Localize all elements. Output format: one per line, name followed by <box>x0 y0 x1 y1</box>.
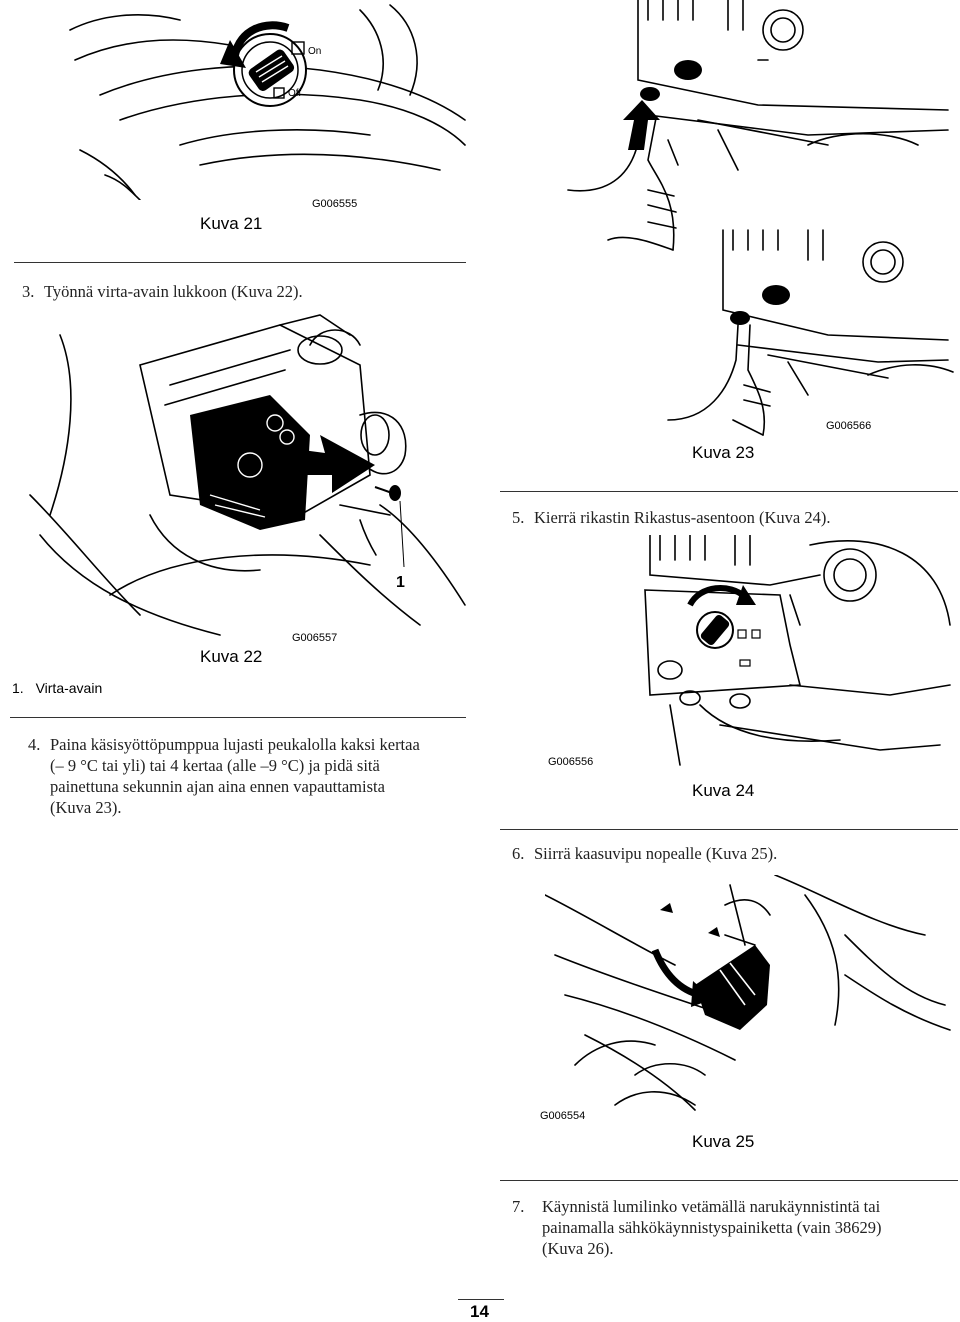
step-4-line-3: painettuna sekunnin ajan aina ennen vapa… <box>50 777 385 796</box>
step-7-line-2: painamalla sähkökäynnistyspainiketta (va… <box>542 1218 882 1237</box>
step-4-line-2: (– 9 °C tai yli) tai 4 kertaa (alle –9 °… <box>50 756 380 775</box>
figure-21-code: G006555 <box>312 198 358 210</box>
legend-number: 1. <box>12 680 24 696</box>
figure-22-caption: Kuva 22 <box>200 647 263 666</box>
figure-22-legend: 1. Virta-avain <box>12 680 212 700</box>
figure-21-rule <box>14 262 466 263</box>
step-6-text: Siirrä kaasuvipu nopealle (Kuva 25). <box>534 844 778 863</box>
page-number-rule <box>458 1299 504 1300</box>
label-off: Off <box>288 88 301 99</box>
figure-25-rule <box>500 1180 958 1181</box>
step-7: 7. Käynnistä lumilinko vetämällä narukäy… <box>512 1196 952 1262</box>
step-3-number: 3. <box>22 282 35 301</box>
figure-25-illustration <box>545 875 955 1115</box>
step-3: 3. Työnnä virta-avain lukkoon (Kuva 22). <box>22 282 472 302</box>
figure-22-rule <box>10 717 466 718</box>
legend-text: Virta-avain <box>35 680 103 696</box>
figure-22-illustration: 1 <box>20 305 470 640</box>
figure-23-code: G006566 <box>826 420 872 432</box>
figure-21-illustration: On Off <box>60 0 470 200</box>
step-7-line-3: (Kuva 26). <box>542 1239 614 1258</box>
figure-24-caption: Kuva 24 <box>692 781 755 800</box>
figure-24-rule <box>500 829 958 830</box>
step-4-line-4: (Kuva 23). <box>50 798 122 817</box>
step-6-number: 6. <box>512 844 525 863</box>
page-number: 14 <box>470 1302 489 1321</box>
figure-22-code: G006557 <box>292 632 338 644</box>
step-4: 4. Paina käsisyöttöpumppua lujasti peuka… <box>28 734 468 818</box>
figure-25-code: G006554 <box>540 1110 586 1122</box>
figure-24-illustration <box>640 535 960 775</box>
label-on: On <box>308 46 321 57</box>
figure-25-caption: Kuva 25 <box>692 1132 755 1151</box>
step-6: 6. Siirrä kaasuvipu nopealle (Kuva 25). <box>512 844 952 864</box>
figure-21-caption: Kuva 21 <box>200 214 263 233</box>
step-4-line-1: Paina käsisyöttöpumppua lujasti peukalol… <box>50 735 420 754</box>
step-5-number: 5. <box>512 508 525 527</box>
figure-23-illustration <box>548 0 958 440</box>
figure-24-code: G006556 <box>548 756 594 768</box>
step-5-text: Kierrä rikastin Rikastus-asentoon (Kuva … <box>534 508 831 527</box>
step-5: 5. Kierrä rikastin Rikastus-asentoon (Ku… <box>512 508 952 528</box>
step-7-number: 7. <box>512 1197 525 1216</box>
step-4-number: 4. <box>28 735 41 754</box>
figure-23-rule <box>500 491 958 492</box>
figure-22-callout-1: 1 <box>396 574 405 591</box>
figure-23-caption: Kuva 23 <box>692 443 755 462</box>
step-7-line-1: Käynnistä lumilinko vetämällä narukäynni… <box>542 1197 881 1216</box>
step-3-text: Työnnä virta-avain lukkoon (Kuva 22). <box>44 282 303 301</box>
